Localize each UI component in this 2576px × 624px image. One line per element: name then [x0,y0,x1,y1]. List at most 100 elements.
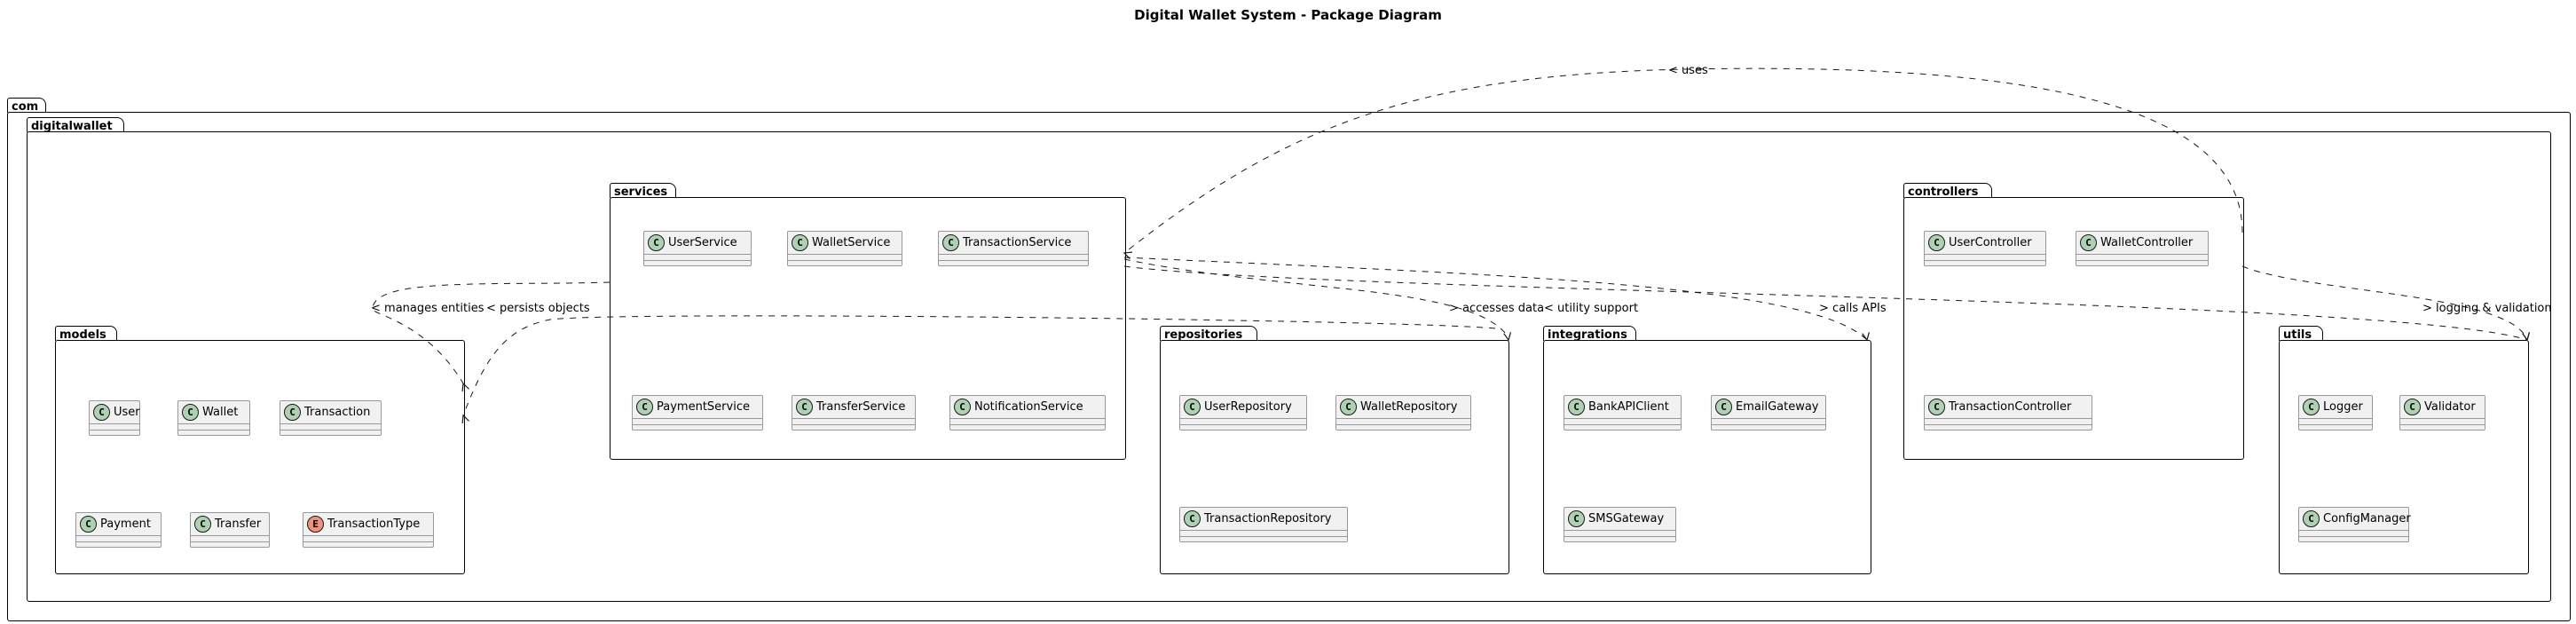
edge-label-text: calls APIs [1832,302,1887,315]
class-controllers-transactioncontroller[interactable]: C TransactionController [1924,395,2092,430]
class-models-transfer[interactable]: C Transfer [190,512,270,548]
class-models-user[interactable]: C User [89,400,140,436]
class-stereotype-icon: C [2404,399,2421,415]
class-stereotype-icon: C [2080,234,2097,251]
class-stereotype-icon: C [1340,399,1357,415]
class-name: Transfer [215,517,262,531]
package-integrations [1543,340,1871,574]
direction-marker: < [1668,64,1678,77]
direction-marker: < [486,302,496,315]
package-tab-integrations: integrations [1543,326,1636,342]
direction-marker: < [371,302,381,315]
dependency-edge-services-integrations [1123,257,1868,341]
class-stereotype-icon: C [954,399,971,415]
arrowhead-icon [1503,332,1512,342]
class-name: TransactionRepository [1204,512,1332,525]
edge-label-controllers-utils: > logging & validation [2422,302,2552,315]
class-stereotype-icon: C [2303,510,2320,527]
class-name: NotificationService [974,400,1083,414]
class-stereotype-icon: C [194,516,211,533]
edge-label-text: manages entities [384,302,484,315]
edge-label-services-integrations: > calls APIs [1819,302,1887,315]
class-name: Payment [100,517,151,531]
edge-label-repositories-models: < persists objects [486,302,590,315]
arrowhead-icon [2522,332,2531,342]
class-name: Wallet [202,406,239,419]
package-tab-digitalwallet: digitalwallet [27,117,124,133]
class-stereotype-icon: C [1715,399,1732,415]
direction-marker: < [1544,302,1554,315]
class-stereotype-icon: C [1184,399,1201,415]
edge-label-services-models: < manages entities [371,302,484,315]
class-stereotype-icon: C [93,404,110,421]
edge-label-services-repositories: > accesses data [1449,302,1544,315]
class-name: EmailGateway [1736,400,1819,414]
class-name: UserRepository [1204,400,1292,414]
class-name: SMSGateway [1588,512,1665,525]
class-stereotype-icon: C [80,516,97,533]
edge-label-text: logging & validation [2436,302,2552,315]
edge-label-text: accesses data [1462,302,1545,315]
class-name: WalletService [812,236,891,249]
package-tab-utils: utils [2279,326,2323,342]
class-services-walletservice[interactable]: C WalletService [787,231,902,266]
enum-stereotype-icon: E [307,516,324,533]
direction-marker: > [1449,302,1459,315]
arrowhead-icon [1123,251,1133,259]
class-stereotype-icon: C [1184,510,1201,527]
class-name: TransactionController [1949,400,2072,414]
class-name: User [114,406,140,419]
package-tab-repositories: repositories [1160,326,1257,342]
edge-label-services-utils: < utility support [1544,302,1638,315]
class-stereotype-icon: C [1928,399,1945,415]
class-stereotype-icon: C [1928,234,1945,251]
dependency-edge-services-repositories [1123,258,1509,338]
dependency-edge-controllers-utils [2241,265,2528,341]
package-controllers [1903,197,2244,460]
package-tab-models: models [55,326,117,342]
edge-label-text: uses [1682,64,1708,77]
package-digitalwallet [27,131,2551,602]
class-name: Logger [2323,400,2363,414]
class-stereotype-icon: C [792,234,808,251]
package-com [7,112,2571,621]
class-name: PaymentService [657,400,750,414]
package-tab-services: services [610,183,676,199]
class-stereotype-icon: C [648,234,665,251]
package-repositories [1160,340,1509,574]
arrowhead-icon [1862,332,1871,342]
edge-label-text: persists objects [500,302,590,315]
arrowhead-icon [461,382,469,392]
direction-marker: > [2422,302,2432,315]
class-name: UserService [668,236,737,249]
package-models [55,340,465,574]
class-name: TransactionService [963,236,1072,249]
edge-label-text: utility support [1557,302,1639,315]
class-stereotype-icon: C [1568,399,1585,415]
class-name: WalletRepository [1360,400,1458,414]
class-stereotype-icon: C [284,404,301,421]
class-name: TransferService [816,400,906,414]
class-integrations-emailgateway[interactable]: C EmailGateway [1711,395,1826,430]
